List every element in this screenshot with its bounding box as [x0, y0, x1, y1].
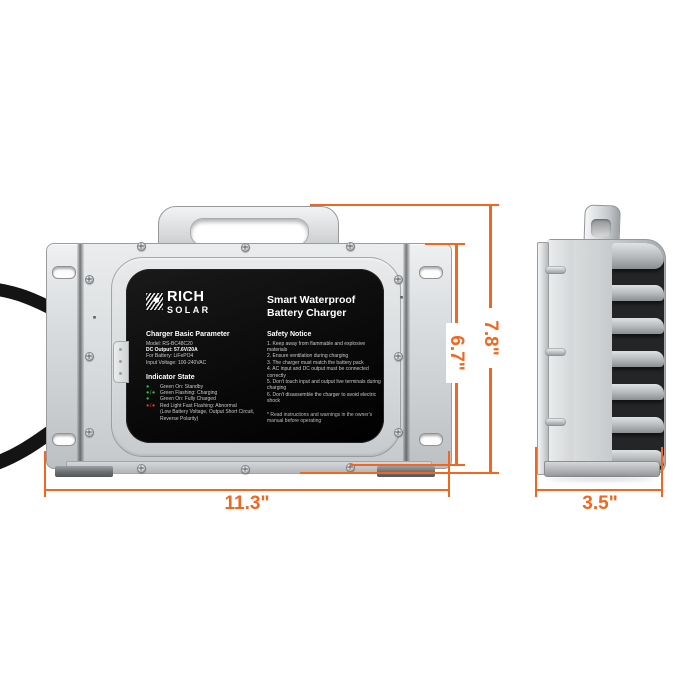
led-dot [119, 348, 122, 351]
side-mounting-plate [537, 242, 549, 475]
indicator-row: ●Green On: Fully Charged [146, 396, 216, 403]
basic-parameter-section: Charger Basic Parameter Model: RS-BC48C2… [146, 331, 261, 422]
safety-item: 6. Don't disassemble the charger to avoi… [267, 391, 377, 405]
extension-line [310, 204, 499, 206]
extension-line [661, 447, 663, 497]
face-groove-right [403, 244, 410, 465]
rich-solar-logo-icon [146, 293, 163, 310]
screw-head [393, 274, 403, 284]
safety-notice-section: Safety Notice 1. Keep away from flammabl… [267, 331, 381, 424]
screw-head [393, 351, 403, 361]
brand-line2: SOLAR [167, 305, 211, 315]
extension-line [448, 451, 450, 497]
extension-line [44, 451, 46, 497]
dimension-depth-label: 3.5" [582, 493, 618, 514]
product-label: RICH SOLAR Smart Waterproof Battery Char… [126, 269, 384, 443]
mounting-pin [545, 266, 566, 274]
side-base [544, 461, 660, 477]
foot-left [55, 466, 113, 477]
indicator-led-window [113, 341, 129, 383]
side-handle-opening [591, 219, 611, 237]
dc-output-line: DC Output: 57.6V/20A [146, 346, 198, 353]
indicator-row: ●/●Red Light Fast Flashing: Abnormal [146, 402, 237, 409]
extension-line [425, 243, 465, 245]
brand-wordmark: RICH SOLAR [167, 289, 211, 317]
green-led-icon: ● [146, 383, 150, 390]
screw-head [84, 351, 94, 361]
indicator-row: ●/●Green Flashing: Charging [146, 390, 218, 397]
led-dot [119, 360, 122, 363]
side-front-panel-edge [547, 240, 573, 472]
pinhole [400, 296, 403, 299]
screw-head [136, 463, 146, 473]
screw-head [240, 242, 250, 252]
green-led-icon: ● [146, 396, 150, 403]
foot-right [377, 466, 435, 477]
safety-footnote: * Read instructions and warnings in the … [267, 411, 373, 424]
extension-line [535, 447, 537, 497]
basic-parameter-heading: Charger Basic Parameter [146, 331, 230, 338]
screw-head [240, 464, 250, 474]
input-voltage-line: Input Voltage: 100-240VAC [146, 359, 207, 366]
heatsink-fins [612, 243, 664, 472]
model-line: Model: RS-BC48C20 [146, 340, 193, 347]
screw-head [345, 241, 355, 251]
indicator-row: ●Green On: Standby [146, 383, 204, 390]
side-shadow [548, 477, 654, 481]
mounting-slot-bottom-left [52, 433, 76, 446]
safety-item: 5. Don't touch input and output live ter… [267, 378, 381, 392]
safety-item: 1. Keep away from flammable and explosiv… [267, 340, 366, 353]
dimension-line [536, 488, 663, 491]
extension-line [350, 464, 465, 466]
screw-head [136, 241, 146, 251]
safety-item: 2. Ensure ventilation during charging [267, 353, 349, 360]
abnormal-detail: Reverse Polarity) [160, 415, 199, 422]
dimension-width-label: 11.3" [224, 493, 270, 514]
safety-heading: Safety Notice [267, 331, 312, 338]
red-led-icon: ●/● [146, 402, 156, 409]
brand-line1: RICH [167, 289, 205, 305]
green-led-icon: ●/● [146, 390, 156, 397]
extension-line [300, 472, 499, 474]
pinhole [93, 316, 96, 319]
screw-head [84, 274, 94, 284]
abnormal-detail: (Low Battery Voltage, Output Short Circu… [160, 409, 255, 416]
mounting-slot-bottom-right [419, 433, 443, 446]
screw-head [345, 462, 355, 472]
product-title: Smart Waterproof Battery Charger [267, 294, 356, 319]
mounting-pin [545, 418, 566, 426]
face-groove-left [77, 244, 84, 465]
led-dot [119, 372, 122, 375]
mounting-pin [545, 348, 566, 356]
mounting-slot-top-left [52, 266, 76, 279]
screw-head [84, 427, 94, 437]
battery-line: For Battery: LiFePO4 [146, 353, 194, 360]
handle-opening [190, 218, 309, 246]
safety-item: 3. The charger must match the battery pa… [267, 359, 364, 366]
dimension-body-height-label: 6.7" [446, 323, 467, 383]
mounting-slot-top-right [419, 266, 443, 279]
dimension-overall-height-label: 7.8" [480, 308, 501, 368]
screw-head [393, 427, 403, 437]
safety-item: 4. AC input and DC output must be connec… [267, 366, 369, 379]
dimension-line [45, 488, 450, 491]
indicator-heading: Indicator State [146, 374, 195, 382]
